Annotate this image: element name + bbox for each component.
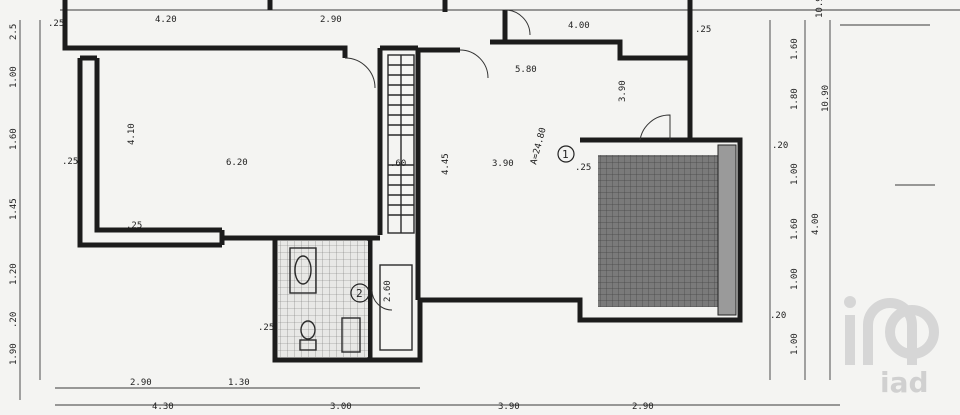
bath-width: 2.60 — [383, 280, 393, 302]
left-dim-3: 1.60 — [9, 128, 19, 150]
logo-n-arc — [863, 298, 917, 365]
small-60: .60 — [390, 159, 406, 169]
logo-i-dot — [844, 296, 856, 308]
left-dim-6: .20 — [9, 312, 19, 328]
staircase — [387, 54, 415, 234]
left-dim-1: 2.5 — [9, 24, 19, 40]
room-width: 3.90 — [492, 159, 514, 169]
bottom-dim-1: 2.90 — [130, 378, 152, 388]
right-dim-9: 10.90 — [815, 0, 825, 18]
dimension-lines — [19, 9, 960, 406]
right-dim-8: 4.00 — [811, 213, 821, 235]
logo-i-bar — [845, 315, 855, 365]
walls — [62, 0, 743, 363]
room-2-marker-circle — [350, 283, 370, 303]
right-dim-6: 1.00 — [790, 333, 800, 355]
bottom-dim-2: 1.30 — [228, 378, 250, 388]
room-1-number: 1 — [562, 148, 569, 161]
right-dim-4: 1.60 — [790, 218, 800, 240]
top-dim-2: 2.90 — [320, 15, 342, 25]
bottom-dim-5: 3.90 — [498, 402, 520, 412]
right-dim-5: 1.00 — [790, 268, 800, 290]
left-dim-7: 1.90 — [9, 343, 19, 365]
top-dim-4: .25 — [48, 19, 64, 29]
right-dim-2: 1.80 — [790, 88, 800, 110]
tiled-room — [598, 144, 737, 316]
left-dim-2: 1.00 — [9, 66, 19, 88]
top-dim-3: 4.00 — [568, 21, 590, 31]
top-dim-5: .25 — [695, 25, 711, 35]
living-height: 4.10 — [127, 123, 137, 145]
small-20-a: .20 — [772, 141, 788, 151]
right-dim-1: 1.60 — [790, 38, 800, 60]
right-dim-3: 1.00 — [790, 163, 800, 185]
bottom-dim-6: 2.90 — [632, 402, 654, 412]
wall-thickness-3: .25 — [258, 323, 274, 333]
bottom-dim-4: 3.00 — [330, 402, 352, 412]
right-vertical: 3.90 — [618, 80, 628, 102]
small-20-b: .20 — [770, 311, 786, 321]
room-1-area: A=24.80 — [529, 127, 548, 166]
room-1-marker-circle — [557, 145, 575, 163]
left-dim-5: 1.20 — [9, 263, 19, 285]
logo-o-ring — [885, 305, 939, 359]
bottom-dim-3: 4.30 — [152, 402, 174, 412]
labels: 1 2 A=24.80 2.60 4.20 2.90 4.00 .25 .25 … — [9, 0, 831, 412]
hall-height: 4.45 — [441, 153, 451, 175]
wall-thickness-2: .25 — [126, 221, 142, 231]
doors — [344, 9, 671, 311]
iad-logo: iad — [844, 296, 939, 399]
wall-thickness-4: .25 — [575, 163, 591, 173]
room-2-number: 2 — [356, 287, 363, 300]
left-dim-4: 1.45 — [9, 198, 19, 220]
logo-brand-text: iad — [880, 366, 929, 399]
top-dim-1: 4.20 — [155, 15, 177, 25]
wall-thickness-1: .25 — [62, 157, 78, 167]
living-width: 6.20 — [226, 158, 248, 168]
right-dim-7: 10.90 — [821, 85, 831, 112]
top-center-width: 5.80 — [515, 65, 537, 75]
